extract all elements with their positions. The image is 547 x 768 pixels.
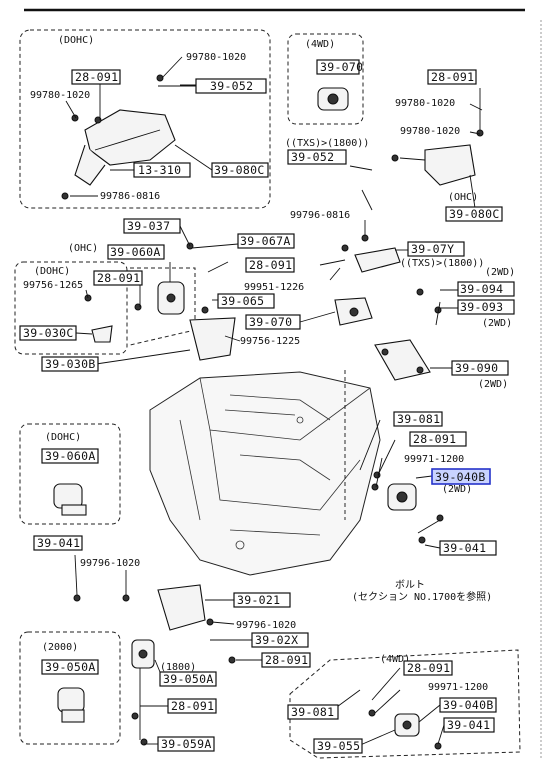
part-label-39-070-4wd: 39-070 [320, 60, 363, 74]
group-box-dohc-left [14, 261, 128, 355]
part-number-99796-1020-a: 99796-1020 [80, 558, 140, 569]
part-label-39-021: 39-021 [237, 593, 280, 607]
bolt-shaft-2 [361, 189, 373, 211]
rubber-mount-39-040B [387, 483, 417, 511]
part-number-99780-1020-d: 99780-1020 [400, 126, 460, 137]
part-number-99780-1020-b: 99780-1020 [30, 90, 90, 101]
bolt-note: ボルト [395, 579, 425, 591]
variant-note-txs-a: ((TXS)>(1800)) [285, 138, 369, 149]
part-label-39-080C-b: 39-080C [449, 207, 500, 221]
header-2wd-d: (2WD) [442, 484, 472, 495]
part-label-39-052-a: 39-052 [210, 79, 253, 93]
bracket-39-030B [189, 317, 236, 361]
part-label-39-040B-highlighted[interactable]: 39-040B [435, 470, 486, 484]
header-ohc-60A: (OHC) [68, 243, 98, 254]
group-box-2000 [19, 631, 121, 745]
rubber-mount-39-070 [334, 297, 373, 326]
header-1800: (1800) [160, 662, 196, 673]
part-number-99796-0816: 99796-0816 [290, 210, 350, 221]
part-label-28-091-a: 28-091 [75, 70, 118, 84]
bolt-shaft-4 [435, 301, 441, 326]
part-number-99971-1200-b: 99971-1200 [428, 682, 488, 693]
part-number-99756-1265: 99756-1265 [23, 280, 83, 291]
part-number-99796-1020-b: 99796-1020 [236, 620, 296, 631]
bracket-39-030C [91, 325, 113, 343]
part-label-39-065: 39-065 [221, 294, 264, 308]
part-label-39-081-a: 39-081 [397, 412, 440, 426]
part-label-28-091-e: 28-091 [413, 432, 456, 446]
header-2wd-a: (2WD) [485, 267, 515, 278]
part-label-39-041-c: 39-041 [447, 718, 490, 732]
part-label-39-040B-b: 39-040B [443, 698, 494, 712]
part-label-39-030B: 39-030B [45, 357, 96, 371]
part-label-39-041-b: 39-041 [37, 536, 80, 550]
part-label-39-060A-a: 39-060A [110, 245, 161, 259]
part-label-39-07Y: 39-07Y [411, 242, 454, 256]
part-label-39-02X: 39-02X [255, 633, 298, 647]
part-label-39-060A-b: 39-060A [45, 449, 96, 463]
bracket-39-021 [157, 584, 206, 631]
part-label-28-091-b: 28-091 [431, 70, 474, 84]
part-boxes [19, 59, 515, 754]
header-4wd-bottom: (4WD) [380, 654, 410, 665]
rubber-mount-39-050A [131, 639, 155, 669]
header-dohc-left: (DOHC) [34, 266, 70, 277]
group-box-dohc-top [19, 29, 271, 209]
part-label-28-091-f: 28-091 [265, 653, 308, 667]
part-label-28-091-c: 28-091 [249, 258, 292, 272]
bolt-and-nut-marks [61, 74, 484, 750]
header-ohc-right: (OHC) [448, 192, 478, 203]
part-label-39-055: 39-055 [317, 739, 360, 753]
header-2000: (2000) [42, 642, 78, 653]
header-4wd-top: (4WD) [305, 39, 335, 50]
part-label-39-080C-a: 39-080C [214, 163, 265, 177]
bracket-39-090 [374, 339, 431, 381]
variant-note-txs-b: ((TXS)>(1800)) [400, 258, 484, 269]
part-number-99780-1020-a: 99780-1020 [186, 52, 246, 63]
part-label-39-059A: 39-059A [161, 737, 212, 751]
header-dohc-mid: (DOHC) [45, 432, 81, 443]
part-number-99951-1226: 99951-1226 [244, 282, 304, 293]
part-label-39-030C: 39-030C [23, 326, 74, 340]
engine-mount-ohc-60A [157, 281, 185, 315]
part-label-39-090: 39-090 [455, 361, 498, 375]
part-label-13-310: 13-310 [138, 163, 181, 177]
leader-lines [65, 56, 483, 747]
part-label-39-093: 39-093 [460, 300, 503, 314]
engine-mount-bracket-dohc [74, 109, 176, 186]
part-label-39-050A-b: 39-050A [163, 672, 214, 686]
rubber-mount-4wd-top [317, 87, 349, 111]
part-label-28-091-g: 28-091 [171, 699, 214, 713]
rubber-mount-4wd-bottom [394, 713, 420, 737]
part-label-39-081-b: 39-081 [291, 705, 334, 719]
part-number-99786-0816: 99786-0816 [100, 191, 160, 202]
part-number-99756-1225: 99756-1225 [240, 336, 300, 347]
part-label-39-067A: 39-067A [240, 234, 291, 248]
rubber-mount-dohc-mid [53, 483, 87, 516]
part-label-28-091-h: 28-091 [407, 661, 450, 675]
rubber-mount-2000 [57, 687, 85, 723]
part-label-39-070-b: 39-070 [249, 315, 292, 329]
bracket-ohc-top-right [399, 144, 476, 186]
part-label-39-052-b: 39-052 [291, 150, 334, 164]
group-box-4wd-bottom [289, 649, 521, 759]
engine-block-illustration [149, 371, 381, 576]
header-2wd-b: (2WD) [482, 318, 512, 329]
header-2wd-c: (2WD) [478, 379, 508, 390]
header-dohc-top: (DOHC) [58, 35, 94, 46]
part-number-99971-1200-a: 99971-1200 [404, 454, 464, 465]
part-number-99780-1020-c: 99780-1020 [395, 98, 455, 109]
part-label-39-037: 39-037 [127, 219, 170, 233]
part-label-39-050A-a: 39-050A [45, 660, 96, 674]
bolt-shaft-5 [417, 519, 441, 534]
bracket-39-07Y [354, 247, 401, 273]
section-reference-note: (セクション NO.1700を参照) [352, 590, 492, 603]
part-label-39-094: 39-094 [460, 282, 503, 296]
group-box-dohc-mid [19, 423, 121, 525]
part-label-39-041-a: 39-041 [443, 541, 486, 555]
bolt-shaft-3 [207, 261, 229, 273]
part-label-28-091-d: 28-091 [97, 271, 140, 285]
group-box-4wd-top [287, 33, 364, 125]
